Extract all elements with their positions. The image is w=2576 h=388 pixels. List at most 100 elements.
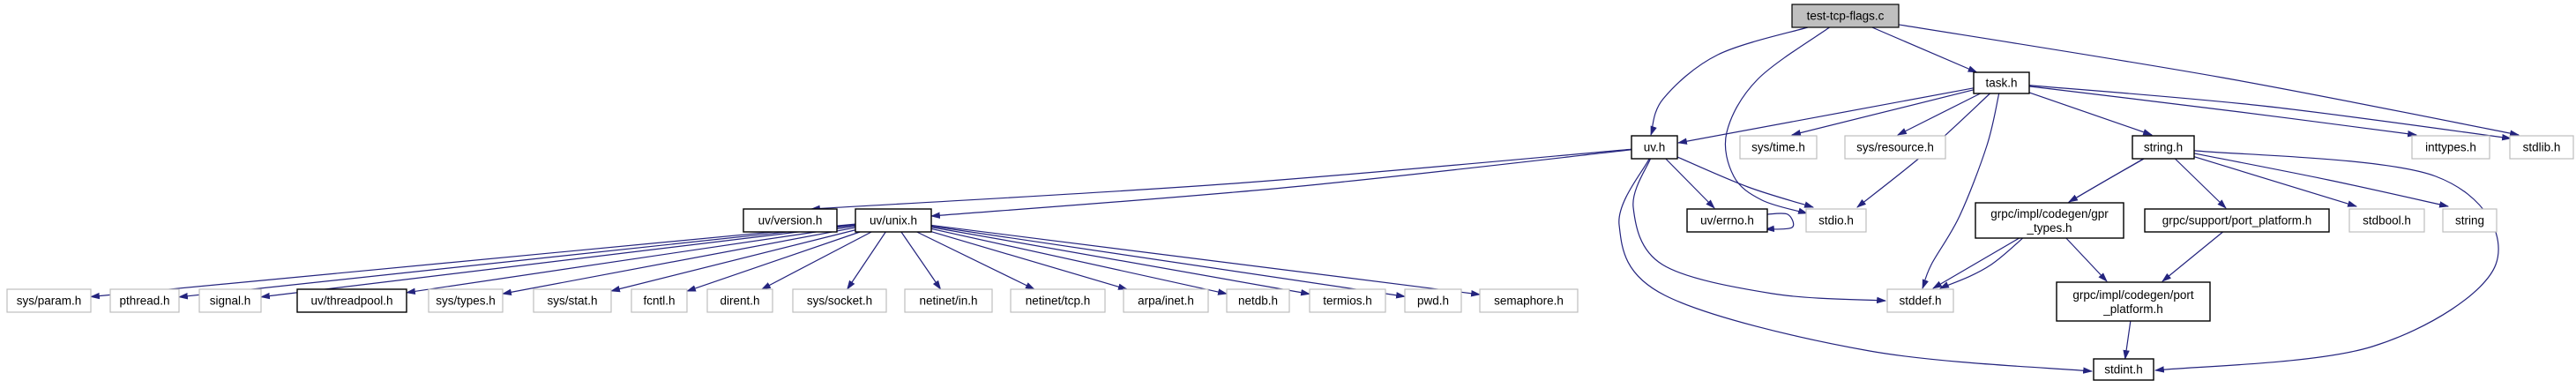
node-box-threadpool[interactable] bbox=[296, 288, 407, 313]
node-label-semaphore: semaphore.h bbox=[1494, 295, 1564, 308]
node-label-inttypes: inttypes.h bbox=[2425, 141, 2476, 154]
edge-root-stdlib bbox=[1898, 24, 2520, 137]
node-label-uverrno: uv/errno.h bbox=[1700, 214, 1754, 228]
node-box-uvunix[interactable] bbox=[855, 208, 932, 233]
edge-task-inttypes bbox=[2028, 86, 2418, 138]
edge-stringh-stdbool bbox=[2193, 156, 2358, 207]
node-box-dirent bbox=[706, 288, 773, 313]
edge-stringh-stringnode bbox=[2193, 153, 2450, 208]
edge-task-stdlib bbox=[2028, 85, 2513, 141]
node-gsupport[interactable]: grpc/support/port_platform.h bbox=[2144, 208, 2330, 233]
edge-uvunix-systypes bbox=[501, 227, 856, 295]
node-label-pthread: pthread.h bbox=[119, 295, 169, 308]
edge-uverrno-uverrno bbox=[1764, 213, 1795, 233]
node-box-uverrno[interactable] bbox=[1686, 208, 1768, 233]
edge-uv-uverrno bbox=[1665, 158, 1715, 209]
node-box-semaphore bbox=[1479, 288, 1579, 313]
node-label-signal: signal.h bbox=[210, 295, 251, 308]
node-label-nettcp: netinet/tcp.h bbox=[1026, 295, 1091, 308]
edge-uvunix-threadpool bbox=[405, 225, 856, 295]
edge-uvunix-nettcp bbox=[916, 231, 1035, 290]
node-box-systypes bbox=[428, 288, 504, 313]
edge-gsupport-gport bbox=[2162, 231, 2223, 282]
node-arpainet: arpa/inet.h bbox=[1123, 288, 1209, 313]
node-box-syssocket bbox=[792, 288, 887, 313]
node-threadpool[interactable]: uv/threadpool.h bbox=[296, 288, 407, 313]
node-box-stdint[interactable] bbox=[2093, 358, 2154, 381]
node-gport[interactable]: grpc/impl/codegen/port_platform.h bbox=[2056, 281, 2211, 322]
node-netdb: netdb.h bbox=[1226, 288, 1290, 313]
node-systypes: sys/types.h bbox=[428, 288, 504, 313]
node-uv[interactable]: uv.h bbox=[1631, 135, 1678, 160]
node-box-gport[interactable] bbox=[2056, 281, 2211, 322]
node-uverrno[interactable]: uv/errno.h bbox=[1686, 208, 1768, 233]
node-nettcp: netinet/tcp.h bbox=[1010, 288, 1106, 313]
node-label-gsupport: grpc/support/port_platform.h bbox=[2162, 214, 2312, 228]
node-syssocket: sys/socket.h bbox=[792, 288, 887, 313]
node-uvunix[interactable]: uv/unix.h bbox=[855, 208, 932, 233]
node-label-stringh: string.h bbox=[2144, 141, 2183, 154]
node-gprtypes[interactable]: grpc/impl/codegen/gpr_types.h bbox=[1975, 202, 2124, 239]
node-box-netdb bbox=[1226, 288, 1290, 313]
edge-uvunix-pthread bbox=[177, 224, 856, 300]
edge-uvunix-pwd bbox=[930, 225, 1407, 299]
node-label-netdb: netdb.h bbox=[1238, 295, 1278, 308]
edge-gport-stdint bbox=[2123, 320, 2132, 361]
node-box-fcntl bbox=[631, 288, 688, 313]
node-label-stdlib: stdlib.h bbox=[2523, 141, 2561, 154]
node-label-sysparam: sys/param.h bbox=[17, 295, 82, 308]
node-stdlib: stdlib.h bbox=[2509, 135, 2574, 160]
node-box-arpainet bbox=[1123, 288, 1209, 313]
node-fcntl: fcntl.h bbox=[631, 288, 688, 313]
node-box-stdlib bbox=[2509, 135, 2574, 160]
node-pthread: pthread.h bbox=[109, 288, 180, 313]
node-label-root: test-tcp-flags.c bbox=[1807, 10, 1885, 23]
node-netin: netinet/in.h bbox=[904, 288, 993, 313]
node-label-systypes: sys/types.h bbox=[436, 295, 496, 308]
node-box-gsupport[interactable] bbox=[2144, 208, 2330, 233]
edge-uv-stddef bbox=[1632, 158, 1887, 304]
edge-task-uv bbox=[1676, 87, 1975, 145]
node-label-stdio: stdio.h bbox=[1818, 214, 1854, 228]
node-box-root[interactable] bbox=[1791, 4, 1900, 28]
edge-root-task bbox=[1871, 26, 1978, 73]
node-label-gprtypes-line0: grpc/impl/codegen/gpr bbox=[1990, 207, 2109, 220]
node-box-systime bbox=[1739, 135, 1818, 160]
node-uvversion[interactable]: uv/version.h bbox=[743, 208, 838, 233]
node-box-stringnode bbox=[2442, 208, 2498, 233]
node-inttypes: inttypes.h bbox=[2411, 135, 2490, 160]
edge-task-stddef bbox=[1922, 93, 2000, 290]
node-label-uvunix: uv/unix.h bbox=[870, 214, 917, 228]
node-label-dirent: dirent.h bbox=[720, 295, 759, 308]
node-box-gprtypes[interactable] bbox=[1975, 202, 2124, 239]
node-box-stdio bbox=[1805, 208, 1867, 233]
edge-uvunix-fcntl bbox=[685, 231, 861, 292]
node-box-uvversion[interactable] bbox=[743, 208, 838, 233]
node-box-nettcp bbox=[1010, 288, 1106, 313]
edge-gprtypes-gport bbox=[2065, 237, 2108, 282]
node-root[interactable]: test-tcp-flags.c bbox=[1791, 4, 1900, 28]
node-box-stringh[interactable] bbox=[2132, 135, 2195, 160]
node-label-gport-line1: _platform.h bbox=[2102, 302, 2163, 316]
node-box-inttypes bbox=[2411, 135, 2490, 160]
node-stdbool: stdbool.h bbox=[2348, 208, 2425, 233]
node-box-task[interactable] bbox=[1973, 71, 2030, 94]
edge-uvunix-semaphore bbox=[930, 224, 1482, 297]
node-box-sysresource bbox=[1844, 135, 1946, 160]
node-label-gprtypes-line1: _types.h bbox=[2026, 221, 2072, 235]
node-task[interactable]: task.h bbox=[1973, 71, 2030, 94]
node-box-uv[interactable] bbox=[1631, 135, 1678, 160]
node-box-pthread bbox=[109, 288, 180, 313]
node-label-arpainet: arpa/inet.h bbox=[1138, 295, 1194, 308]
edge-uv-stdint bbox=[1618, 158, 2094, 374]
node-systime: sys/time.h bbox=[1739, 135, 1818, 160]
node-label-systime: sys/time.h bbox=[1751, 141, 1805, 154]
node-semaphore: semaphore.h bbox=[1479, 288, 1579, 313]
edge-stringh-gsupport bbox=[2174, 158, 2227, 209]
node-stringh[interactable]: string.h bbox=[2132, 135, 2195, 160]
node-box-signal bbox=[198, 288, 262, 313]
node-label-netin: netinet/in.h bbox=[919, 295, 977, 308]
node-stdint[interactable]: stdint.h bbox=[2093, 358, 2154, 381]
